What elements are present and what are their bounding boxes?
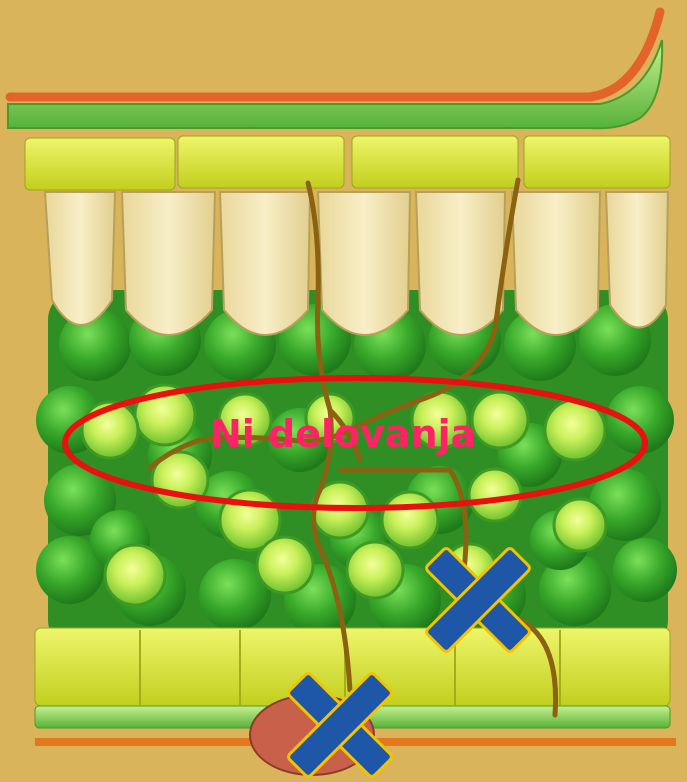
palisade-layer: [45, 192, 668, 335]
annotation-label: Ni delovanja: [210, 412, 476, 456]
